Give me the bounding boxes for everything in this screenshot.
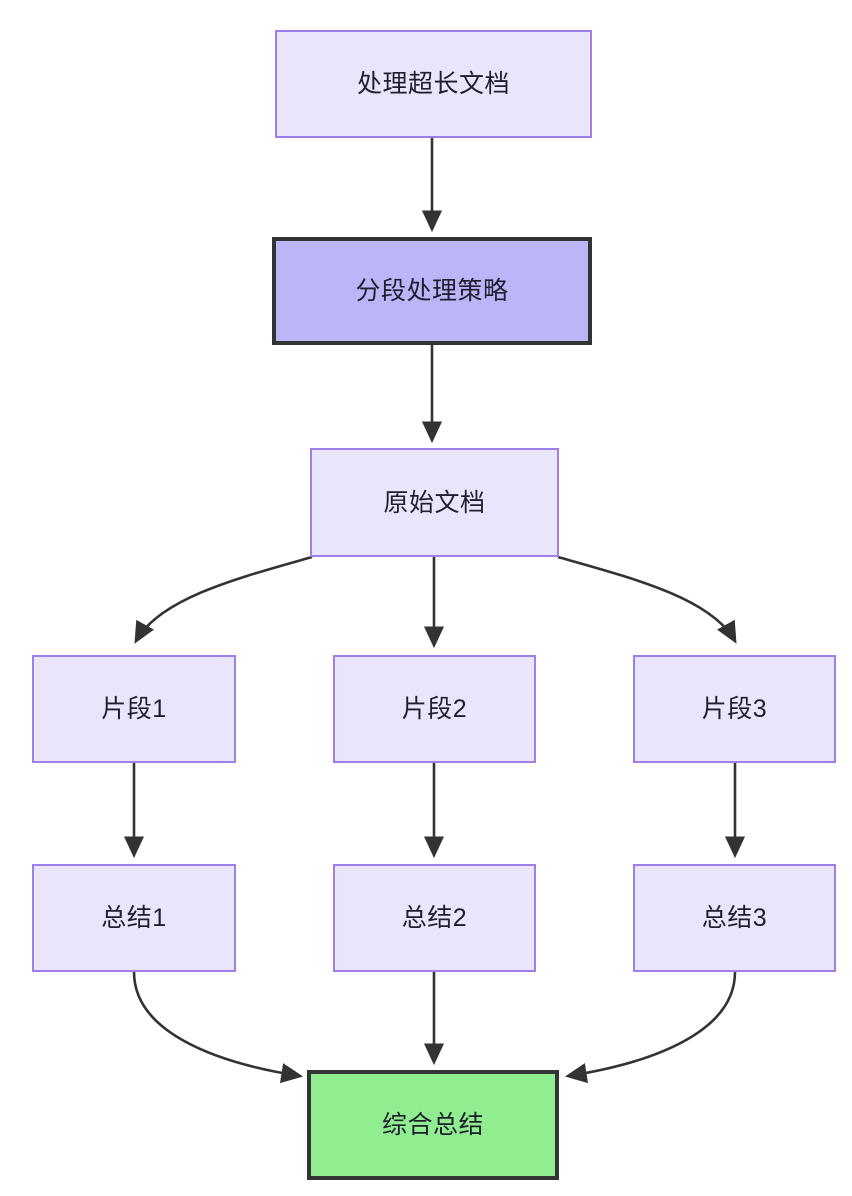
edge-source-to-fragment1: [134, 555, 313, 644]
node-label: 总结2: [401, 904, 468, 932]
node-final-summary[interactable]: 综合总结: [307, 1070, 559, 1180]
node-label: 原始文档: [383, 488, 486, 517]
edge-summary1-to-final: [132, 971, 304, 1084]
node-process-long-document[interactable]: 处理超长文档: [275, 30, 592, 138]
node-fragment-3[interactable]: 片段3: [633, 655, 836, 763]
node-label: 片段1: [101, 695, 167, 723]
edge-source-to-fragment3: [557, 555, 737, 644]
node-label: 片段3: [701, 695, 768, 723]
edge-summary3-to-final: [564, 971, 737, 1084]
node-chunking-strategy[interactable]: 分段处理策略: [272, 237, 592, 345]
node-summary-1[interactable]: 总结1: [32, 864, 236, 972]
node-label: 综合总结: [381, 1111, 484, 1139]
node-label: 总结3: [701, 904, 768, 932]
node-label: 总结1: [101, 904, 167, 932]
node-source-document[interactable]: 原始文档: [310, 448, 559, 557]
node-summary-2[interactable]: 总结2: [333, 864, 536, 972]
node-summary-3[interactable]: 总结3: [633, 864, 836, 972]
node-fragment-1[interactable]: 片段1: [32, 655, 236, 763]
node-fragment-2[interactable]: 片段2: [333, 655, 536, 763]
node-label: 处理超长文档: [356, 70, 510, 98]
node-label: 分段处理策略: [355, 277, 509, 305]
node-label: 片段2: [401, 695, 468, 723]
